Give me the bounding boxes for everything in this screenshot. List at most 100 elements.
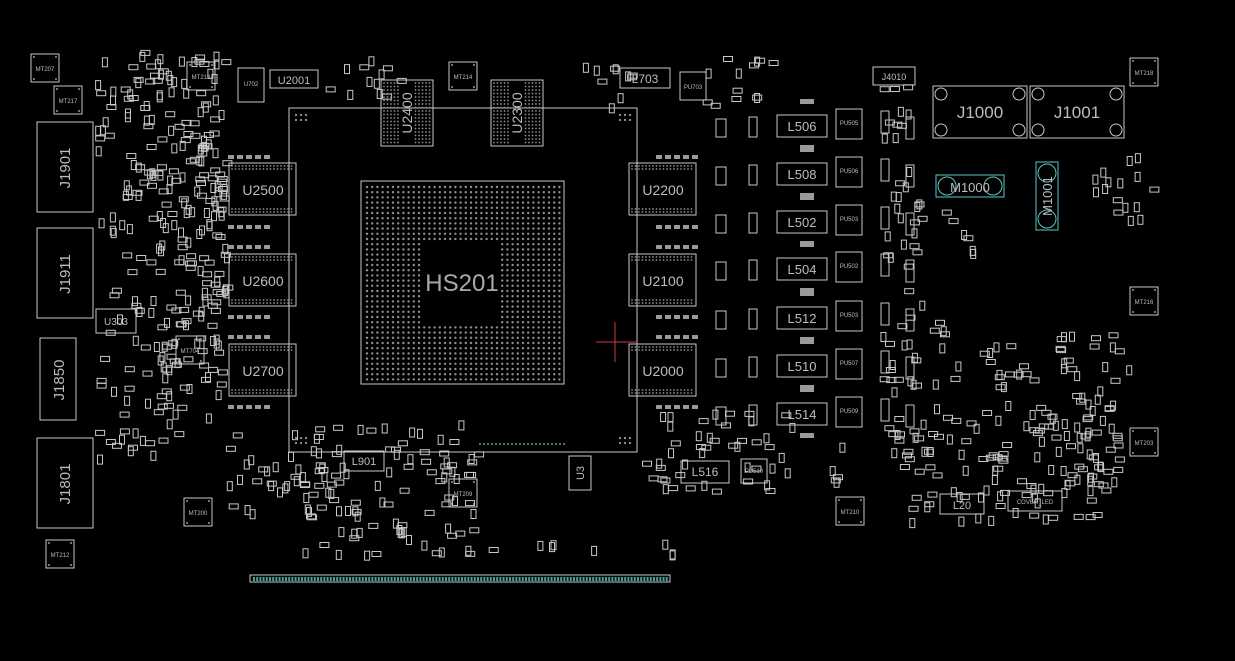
part-label: PU703: [684, 85, 703, 91]
inductor-l508[interactable]: L508: [776, 162, 828, 186]
connector-j1911[interactable]: J1911: [36, 227, 94, 319]
mounting-hole-mt216[interactable]: MT216: [1129, 286, 1159, 316]
memory-ball-array: [231, 256, 293, 304]
pwm-ic-pu503[interactable]: PU503: [835, 204, 863, 236]
mounting-hole-mt200[interactable]: MT200: [183, 497, 213, 527]
mounting-hole-mt207[interactable]: MT207: [30, 53, 60, 83]
inductor-label: L504: [788, 262, 817, 277]
inductor-label: L508: [788, 167, 817, 182]
cursor-crosshair: [596, 322, 636, 362]
pwm-label: PU503: [840, 313, 859, 319]
memory-chip-u2100[interactable]: U2100: [628, 253, 697, 307]
pwm-ic-pu503[interactable]: PU503: [835, 300, 863, 332]
inductor-l506[interactable]: L506: [776, 114, 828, 138]
connector-j1000[interactable]: J1000: [932, 85, 1028, 139]
part-m1001[interactable]: M1001: [1035, 161, 1059, 231]
connector-label: J1901: [57, 148, 74, 189]
memory-label: U2400: [399, 92, 415, 133]
part-l703[interactable]: L703: [619, 67, 671, 89]
memory-ball-array: [631, 256, 693, 304]
inductor-l504[interactable]: L504: [776, 257, 828, 281]
part-label: U2001: [278, 75, 310, 87]
mounting-hole-mt217[interactable]: MT217: [53, 85, 83, 115]
connector-j1901[interactable]: J1901: [36, 121, 94, 213]
mounting-hole-label: MT203: [1135, 441, 1154, 447]
connector-label: J1911: [57, 254, 74, 294]
memory-label: U2500: [242, 182, 283, 198]
pwm-ic-pu506[interactable]: PU506: [835, 156, 863, 188]
connector-label: J1850: [51, 360, 68, 401]
pwm-label: PU507: [840, 361, 859, 367]
part-label: U3: [575, 466, 587, 480]
part-l901[interactable]: L901: [343, 450, 385, 472]
part-u2001[interactable]: U2001: [269, 69, 319, 89]
pwm-label: PU509: [840, 409, 859, 415]
mounting-hole-label: MT209: [454, 492, 473, 498]
part-m1000[interactable]: M1000: [935, 174, 1005, 198]
part-label: L901: [352, 456, 376, 468]
mounting-hole-label: MT212: [51, 553, 70, 559]
mounting-hole-label: MT704: [181, 349, 200, 355]
connector-j1001[interactable]: J1001: [1029, 85, 1125, 139]
pwm-label: PU506: [840, 169, 859, 175]
inductor-label: L512: [788, 311, 817, 326]
part-label: L516: [692, 465, 719, 479]
pwm-ic-pu502[interactable]: PU502: [835, 251, 863, 283]
inductor-l510[interactable]: L510: [776, 354, 828, 378]
memory-ball-array: [493, 82, 541, 144]
passive-components: [95, 49, 1160, 561]
mounting-hole-mt203[interactable]: MT203: [1129, 427, 1159, 457]
pwm-label: PU505: [840, 121, 859, 127]
mounting-hole-label: MT218: [1135, 71, 1154, 77]
mounting-hole-mt214[interactable]: MT214: [448, 61, 478, 91]
mounting-hole-mt210[interactable]: MT210: [835, 496, 865, 526]
inductor-l502[interactable]: L502: [776, 210, 828, 234]
gpu-package[interactable]: HS201: [360, 180, 565, 385]
memory-chip-u2200[interactable]: U2200: [628, 162, 697, 216]
inductor-label: L506: [788, 119, 817, 134]
part-pu703[interactable]: PU703: [679, 71, 707, 101]
part-l516[interactable]: L516: [680, 460, 730, 484]
part-u303[interactable]: U303: [95, 308, 137, 334]
pwm-ic-pu507[interactable]: PU507: [835, 348, 863, 380]
memory-chip-u2600[interactable]: U2600: [228, 253, 297, 307]
pcie-edge-connector[interactable]: [249, 574, 671, 583]
inductor-label: L514: [788, 407, 817, 422]
mounting-hole-mt218[interactable]: MT218: [1129, 57, 1159, 87]
part-j4010[interactable]: J4010: [872, 66, 916, 86]
memory-chip-u2500[interactable]: U2500: [228, 162, 297, 216]
gpu-bga-array: [365, 185, 561, 381]
memory-chip-u2400[interactable]: U2400: [380, 79, 434, 147]
part-pu510[interactable]: PU510: [740, 458, 768, 484]
inductor-l514[interactable]: L514: [776, 402, 828, 426]
connector-j1801[interactable]: J1801: [36, 437, 94, 529]
part-label: L703: [632, 72, 659, 86]
memory-label: U2300: [509, 92, 525, 133]
memory-chip-u2700[interactable]: U2700: [228, 343, 297, 397]
connector-label: J1000: [957, 103, 1003, 122]
inductor-l512[interactable]: L512: [776, 306, 828, 330]
connector-label: J1801: [57, 464, 74, 505]
memory-ball-array: [383, 82, 431, 144]
part-label: J4010: [882, 72, 907, 82]
inductor-label: L510: [788, 359, 817, 374]
pwm-ic-pu509[interactable]: PU509: [835, 396, 863, 428]
mounting-hole-mt212[interactable]: MT212: [45, 539, 75, 569]
memory-chip-u2300[interactable]: U2300: [490, 79, 544, 147]
gpu-outline: [288, 107, 638, 453]
part-u702[interactable]: U702: [237, 67, 265, 103]
mounting-hole-label: MT214: [454, 75, 473, 81]
mounting-hole-label: MT216: [1135, 300, 1154, 306]
mounting-hole-label: MT200: [189, 511, 208, 517]
connector-j1850[interactable]: J1850: [39, 337, 77, 421]
part-u3[interactable]: U3: [568, 455, 592, 491]
memory-chip-u2000[interactable]: U2000: [628, 343, 697, 397]
pwm-ic-pu505[interactable]: PU505: [835, 108, 863, 140]
memory-label: U2200: [642, 182, 683, 198]
part-label: U303: [104, 317, 128, 328]
mounting-hole-label: MT217: [59, 99, 78, 105]
part-label: M1001: [1040, 176, 1055, 216]
